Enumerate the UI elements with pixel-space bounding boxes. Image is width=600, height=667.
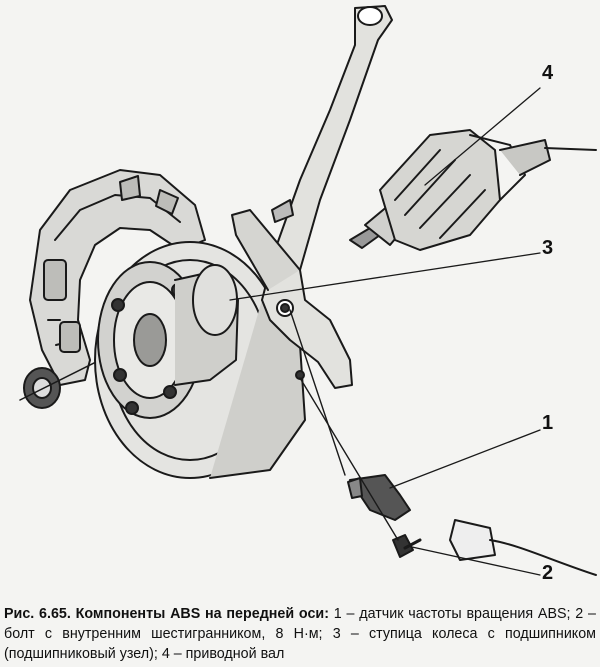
callout-4: 4 xyxy=(542,62,554,84)
figure-illustration: 4 3 1 2 xyxy=(19,5,597,584)
caption-lead: Рис. 6.65. Компоненты ABS на передней ос… xyxy=(4,606,329,622)
caption-body: 1 – датчик частоты вращения ABS; 2 – бол… xyxy=(4,606,596,662)
callout-3: 3 xyxy=(542,237,554,259)
callout-1: 1 xyxy=(542,412,554,434)
brake-caliper xyxy=(29,169,206,386)
assembly-lines xyxy=(289,309,399,541)
wheel-hub-bearing xyxy=(97,261,239,419)
steering-knuckle xyxy=(231,5,393,389)
figure-caption: Рис. 6.65. Компоненты ABS на передней ос… xyxy=(4,604,596,664)
callout-2: 2 xyxy=(542,562,554,584)
leader-lines xyxy=(229,87,541,576)
drive-shaft xyxy=(349,129,597,251)
